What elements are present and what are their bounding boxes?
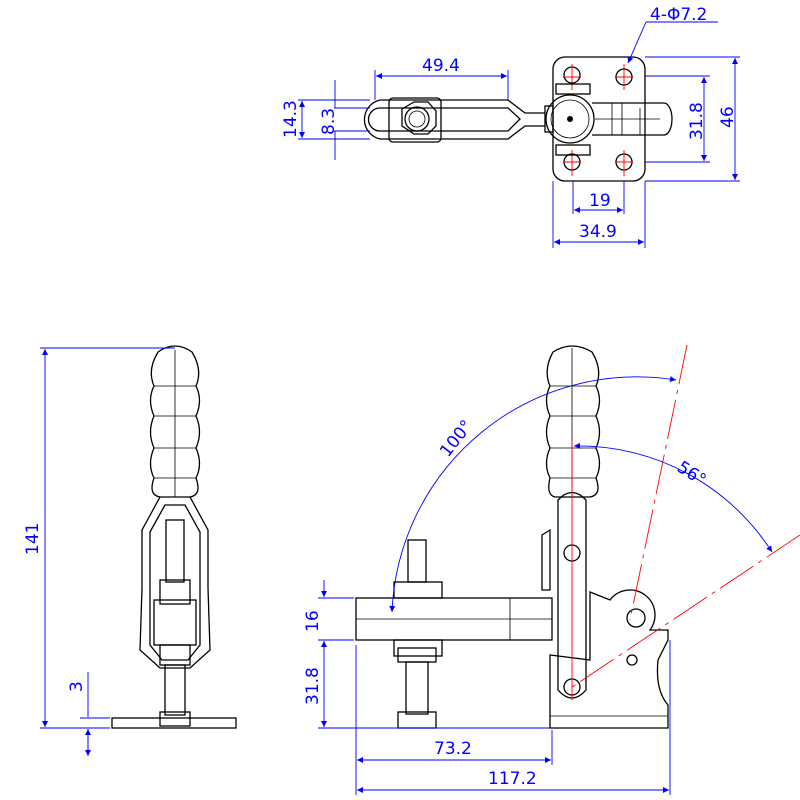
open-position-centerline	[629, 344, 688, 621]
front-handle-grip	[545, 345, 601, 498]
release-position-centerline	[571, 534, 800, 688]
slot-inner-label: 8.3	[319, 108, 339, 135]
release-angle-label: 56°	[673, 457, 709, 490]
mounting-holes	[563, 64, 633, 176]
overall-height-label: 141	[23, 523, 43, 555]
bar-height-label: 16	[303, 610, 323, 632]
overall-length-label: 117.2	[488, 769, 537, 789]
side-base-plate	[111, 717, 237, 729]
plate-height-label: 46	[718, 106, 738, 128]
side-handle-grip	[149, 345, 201, 498]
base-thickness-label: 3	[67, 681, 87, 692]
top-view-dimensions: 4-Φ7.2 49.4 14.3 8.3 31.8 46 19 34.9	[281, 5, 740, 248]
hole-spacing-h-label: 19	[589, 191, 611, 211]
reach-label: 73.2	[434, 739, 472, 759]
handle-length-label: 49.4	[422, 56, 460, 76]
front-view-dimensions: 16 31.8 73.2 117.2	[303, 580, 671, 795]
slot-outer-label: 14.3	[281, 100, 301, 138]
handle-top	[363, 83, 673, 156]
hole-callout-label: 4-Φ7.2	[650, 5, 707, 25]
plate-width-label: 34.9	[579, 222, 617, 242]
top-view: 4-Φ7.2 49.4 14.3 8.3 31.8 46 19 34.9	[281, 5, 740, 248]
side-view-dimensions: 141 3	[23, 347, 175, 756]
open-angle-label: 100°	[436, 416, 477, 461]
side-view: 141 3	[23, 345, 237, 756]
front-view: 100° 56° 16 31.8 73.2 117.2	[303, 344, 800, 795]
hole-spacing-v-label: 31.8	[687, 102, 707, 140]
bar-elevation-label: 31.8	[303, 667, 323, 705]
